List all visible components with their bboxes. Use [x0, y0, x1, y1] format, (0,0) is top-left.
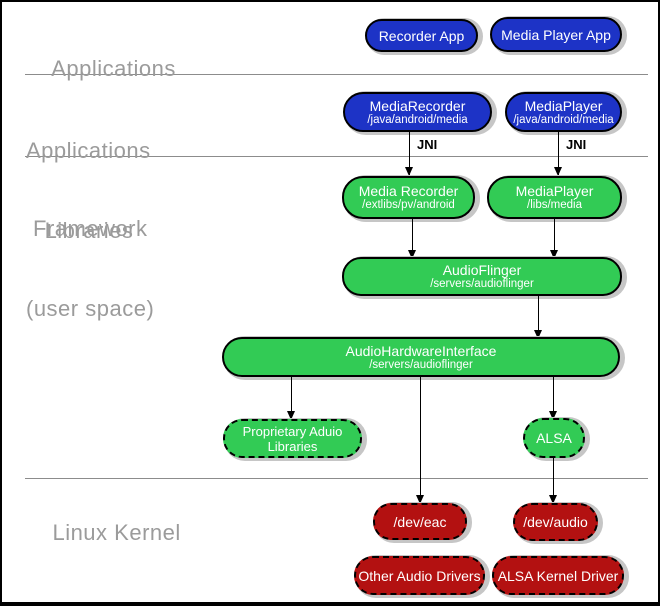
- arrow-mediarecorder-to-audioflinger: [408, 219, 416, 259]
- mediaplayer-lib-path: /libs/media: [527, 199, 582, 211]
- jni-label-left: JNI: [417, 137, 438, 152]
- audioflinger-title: AudioFlinger: [442, 262, 522, 278]
- node-dev-eac: /dev/eac: [373, 503, 467, 540]
- framework-label-line1: Applications: [26, 138, 151, 163]
- jni-label-right: JNI: [566, 137, 587, 152]
- arrowhead-icon: [550, 250, 558, 259]
- arrow-ahi-to-proprietary: [287, 377, 295, 420]
- node-audioflinger: AudioFlinger /servers/audioflinger: [342, 257, 622, 296]
- arrowhead-icon: [416, 495, 424, 504]
- other-audio-drivers-title: Other Audio Drivers: [358, 567, 481, 584]
- node-recorder-app: Recorder App: [365, 19, 478, 52]
- arrowhead-icon: [554, 167, 562, 176]
- libraries-label-line1: Libraries: [44, 218, 134, 243]
- node-media-player-app: Media Player App: [490, 17, 622, 52]
- applications-label-text: Applications: [51, 56, 176, 81]
- recorder-app-title: Recorder App: [378, 27, 465, 44]
- dev-eac-title: /dev/eac: [393, 513, 447, 530]
- linux-kernel-label-text: Linux Kernel: [52, 520, 181, 545]
- arrow-alsa-to-dev-audio: [549, 458, 557, 504]
- separator-libraries-kernel: [25, 478, 648, 479]
- node-media-recorder-lib: Media Recorder /extlibs/pv/android: [342, 176, 475, 219]
- arrowhead-icon: [287, 411, 295, 420]
- arrowhead-icon: [549, 495, 557, 504]
- mediarecorder-framework-path: /java/android/media: [367, 113, 468, 126]
- audio-hardware-interface-title: AudioHardwareInterface: [345, 342, 497, 359]
- node-alsa-kernel-driver: ALSA Kernel Driver: [492, 556, 624, 595]
- arrow-audioflinger-to-ahi: [534, 296, 542, 339]
- node-dev-audio: /dev/audio: [513, 503, 598, 541]
- media-player-app-title: Media Player App: [501, 26, 611, 43]
- arrowhead-icon: [405, 167, 413, 176]
- arrow-ahi-to-alsa: [549, 377, 557, 420]
- arrow-ahi-to-dev-eac: [416, 377, 424, 504]
- proprietary-audio-libraries-line1: Proprietary Aduio: [242, 423, 343, 439]
- node-mediaplayer-lib: MediaPlayer /libs/media: [487, 176, 622, 219]
- layer-label-applications: Applications: [26, 30, 176, 108]
- alsa-title: ALSA: [536, 430, 572, 446]
- framework-label-line2: Framework: [33, 216, 148, 241]
- mediaplayer-framework-title: MediaPlayer: [524, 97, 603, 114]
- separator-framework-libraries: [25, 156, 648, 157]
- mediaplayer-lib-title: MediaPlayer: [515, 183, 594, 199]
- audio-hardware-interface-path: /servers/audioflinger: [369, 358, 473, 371]
- arrow-mediaplayer-to-audioflinger: [550, 219, 558, 259]
- arrowhead-icon: [408, 250, 416, 259]
- node-alsa: ALSA: [523, 418, 585, 458]
- layer-label-linux-kernel: Linux Kernel: [26, 494, 181, 572]
- layer-label-libraries: Libraries (user space): [26, 166, 155, 374]
- arrow-mediaplayer-jni: [554, 132, 562, 176]
- audioflinger-path: /servers/audioflinger: [430, 278, 534, 290]
- alsa-kernel-driver-title: ALSA Kernel Driver: [497, 567, 619, 584]
- media-recorder-lib-path: /extlibs/pv/android: [362, 199, 455, 211]
- arrowhead-icon: [549, 411, 557, 420]
- node-other-audio-drivers: Other Audio Drivers: [354, 556, 485, 595]
- node-audio-hardware-interface: AudioHardwareInterface /servers/audiofli…: [222, 337, 620, 377]
- arrowhead-icon: [534, 330, 542, 339]
- node-mediarecorder-framework: MediaRecorder /java/android/media: [343, 92, 492, 132]
- separator-applications-framework: [25, 74, 648, 75]
- media-recorder-lib-title: Media Recorder: [358, 183, 459, 199]
- layer-label-applications-framework: Applications Framework: [26, 86, 151, 294]
- mediaplayer-framework-path: /java/android/media: [513, 113, 614, 126]
- dev-audio-title: /dev/audio: [523, 514, 588, 530]
- node-proprietary-audio-libraries: Proprietary Aduio Libraries: [223, 419, 362, 458]
- node-mediaplayer-framework: MediaPlayer /java/android/media: [505, 92, 622, 132]
- proprietary-audio-libraries-line2: Libraries: [267, 438, 318, 454]
- libraries-label-line2: (user space): [26, 296, 155, 321]
- arrow-mediarecorder-jni: [405, 132, 413, 176]
- mediarecorder-framework-title: MediaRecorder: [369, 97, 466, 114]
